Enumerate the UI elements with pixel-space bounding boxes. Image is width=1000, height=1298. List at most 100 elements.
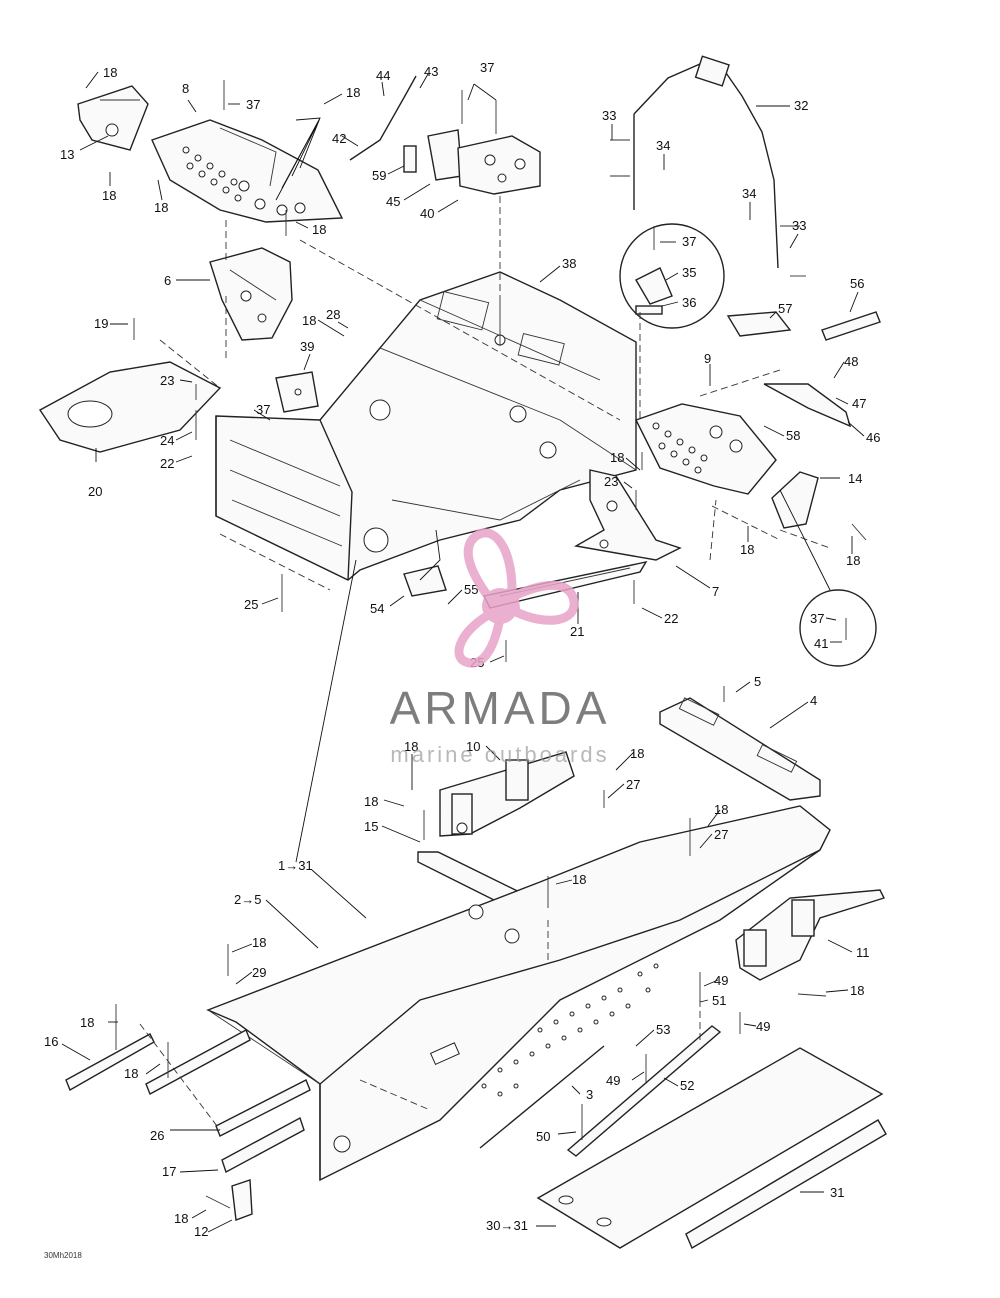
- label-48: 48: [844, 354, 858, 369]
- label-18: 18: [346, 85, 360, 100]
- label-28: 28: [326, 307, 340, 322]
- label-18: 18: [80, 1015, 94, 1030]
- label-4: 4: [810, 693, 817, 708]
- part-54: [403, 565, 447, 597]
- label-52: 52: [680, 1078, 694, 1093]
- part-56-57-46: [726, 311, 881, 428]
- part-40: [457, 135, 541, 195]
- label-8: 8: [182, 81, 189, 96]
- watermark-tagline: marine outboards: [390, 742, 609, 767]
- callout-leaders: [61, 71, 865, 1233]
- drawing-code: 30Mh2018: [44, 1251, 82, 1260]
- label-44: 44: [376, 68, 390, 83]
- label-40: 40: [420, 206, 434, 221]
- propeller-logo-icon: [454, 528, 579, 668]
- part-tunnel: [206, 805, 831, 1182]
- label-58: 58: [786, 428, 800, 443]
- part-8: [151, 119, 344, 223]
- label-18: 18: [630, 746, 644, 761]
- label-18: 18: [714, 802, 728, 817]
- label-47: 47: [852, 396, 866, 411]
- label-35: 35: [682, 265, 696, 280]
- label-18: 18: [174, 1211, 188, 1226]
- label-25: 25: [244, 597, 258, 612]
- detail-circle-35: [619, 223, 725, 329]
- part-31: [685, 1119, 887, 1250]
- label-49: 49: [756, 1019, 770, 1034]
- label-18: 18: [572, 872, 586, 887]
- label-37: 37: [256, 402, 270, 417]
- label-17: 17: [162, 1164, 176, 1179]
- label-18: 18: [404, 739, 418, 754]
- label-57: 57: [778, 301, 792, 316]
- part-39: [275, 371, 319, 413]
- label-18: 18: [846, 553, 860, 568]
- label-59: 59: [372, 168, 386, 183]
- part-main-frame: [215, 271, 637, 581]
- label-29: 29: [252, 965, 266, 980]
- part-42-43: [349, 75, 463, 181]
- part-4: [659, 697, 821, 801]
- part-26: [145, 1029, 311, 1137]
- fasteners: [115, 80, 867, 1209]
- part-16: [65, 1033, 155, 1092]
- label-13: 13: [60, 147, 74, 162]
- label-36: 36: [682, 295, 696, 310]
- label-33: 33: [792, 218, 806, 233]
- label-14: 14: [848, 471, 862, 486]
- callout-labels: 18 37 8 13 18 18 44 43 18 42 59 45 37 40…: [44, 60, 880, 1239]
- label-37: 37: [480, 60, 494, 75]
- label-22: 22: [664, 611, 678, 626]
- part-35-36: [635, 267, 673, 315]
- label-42: 42: [332, 131, 346, 146]
- label-9: 9: [704, 351, 711, 366]
- part-13: [77, 85, 149, 151]
- label-18: 18: [102, 188, 116, 203]
- label-56: 56: [850, 276, 864, 291]
- label-31: 31: [830, 1185, 844, 1200]
- part-32: [633, 55, 779, 269]
- label-37: 37: [810, 611, 824, 626]
- label-18: 18: [312, 222, 326, 237]
- label-37: 37: [246, 97, 260, 112]
- detail-circle-41: [799, 589, 877, 667]
- label-50: 50: [536, 1129, 550, 1144]
- label-20: 20: [88, 484, 102, 499]
- label-18: 18: [124, 1066, 138, 1081]
- label-18: 18: [610, 450, 624, 465]
- label-27: 27: [714, 827, 728, 842]
- part-12: [231, 1179, 253, 1221]
- label-34: 34: [742, 186, 756, 201]
- label-30-31: 30→31: [486, 1218, 528, 1233]
- label-1-31: 1→31: [278, 858, 313, 873]
- label-2-5: 2→5: [234, 892, 261, 907]
- label-46: 46: [866, 430, 880, 445]
- part-10: [439, 751, 575, 837]
- part-11: [735, 889, 885, 981]
- label-21: 21: [570, 624, 584, 639]
- label-34: 34: [656, 138, 670, 153]
- label-33: 33: [602, 108, 616, 123]
- label-18: 18: [252, 935, 266, 950]
- label-18: 18: [302, 313, 316, 328]
- label-19: 19: [94, 316, 108, 331]
- label-5: 5: [754, 674, 761, 689]
- label-15: 15: [364, 819, 378, 834]
- label-39: 39: [300, 339, 314, 354]
- part-7: [573, 469, 682, 561]
- label-53: 53: [656, 1022, 670, 1037]
- part-9: [635, 403, 777, 495]
- label-26: 26: [150, 1128, 164, 1143]
- label-12: 12: [194, 1224, 208, 1239]
- label-27: 27: [626, 777, 640, 792]
- label-51: 51: [712, 993, 726, 1008]
- part-30-31: [536, 1047, 884, 1249]
- label-49: 49: [714, 973, 728, 988]
- watermark-brand: ARMADA: [390, 682, 611, 734]
- part-17: [221, 1116, 305, 1174]
- label-16: 16: [44, 1034, 58, 1049]
- label-49: 49: [606, 1073, 620, 1088]
- alignment-lines: [139, 196, 831, 1131]
- label-11: 11: [856, 945, 870, 960]
